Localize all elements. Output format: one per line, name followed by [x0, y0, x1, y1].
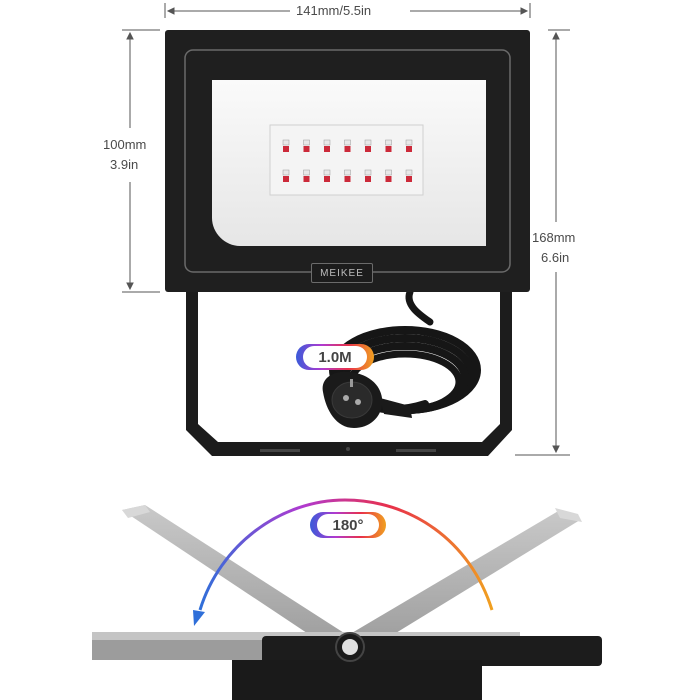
cable-length-text: 1.0M	[303, 346, 367, 368]
total-height-label-in: 6.6in	[541, 250, 570, 265]
led-chip	[344, 139, 351, 146]
led-chip	[405, 139, 413, 146]
led-chip	[364, 169, 372, 176]
led-chip-red	[365, 176, 371, 182]
led-chip-red	[344, 146, 351, 152]
height-label-mm: 100mm	[103, 137, 147, 152]
led-chip-red	[406, 176, 412, 182]
width-label: 141mm/5.5in	[296, 3, 372, 18]
led-chip-red	[303, 176, 310, 182]
led-chip-red	[324, 146, 330, 152]
led-chip-red	[324, 176, 330, 182]
cable-length-badge: 1.0M	[296, 344, 374, 370]
floodlight-housing	[165, 30, 530, 292]
led-chip	[323, 169, 331, 176]
led-chip-red	[365, 146, 371, 152]
led-chip	[344, 169, 351, 176]
led-chip	[282, 169, 290, 176]
led-chip-red	[344, 176, 351, 182]
led-chip	[405, 169, 413, 176]
led-chip-red	[385, 146, 392, 152]
brand-label: MEIKEE	[311, 263, 373, 283]
led-chip	[385, 139, 392, 146]
eu-plug	[322, 371, 412, 428]
led-chip-red	[303, 146, 310, 152]
mounting-bracket	[186, 292, 512, 456]
led-chip-red	[283, 176, 289, 182]
height-label-in: 3.9in	[110, 157, 139, 172]
angle-badge: 180°	[310, 512, 386, 538]
total-height-label-mm: 168mm	[532, 230, 576, 245]
angle-text: 180°	[317, 514, 379, 536]
led-chip	[364, 139, 372, 146]
width-dimension-line	[164, 3, 531, 18]
led-chip-red	[406, 146, 412, 152]
led-chip-red	[283, 146, 289, 152]
height-dimension-line	[122, 29, 160, 293]
led-chip	[303, 139, 310, 146]
rotation-demo	[92, 498, 602, 700]
led-chips	[282, 139, 413, 182]
led-chip	[323, 139, 331, 146]
led-chip	[385, 169, 392, 176]
led-chip-red	[385, 176, 392, 182]
led-chip	[282, 139, 290, 146]
led-chip	[303, 169, 310, 176]
total-height-dimension-line	[515, 29, 570, 456]
